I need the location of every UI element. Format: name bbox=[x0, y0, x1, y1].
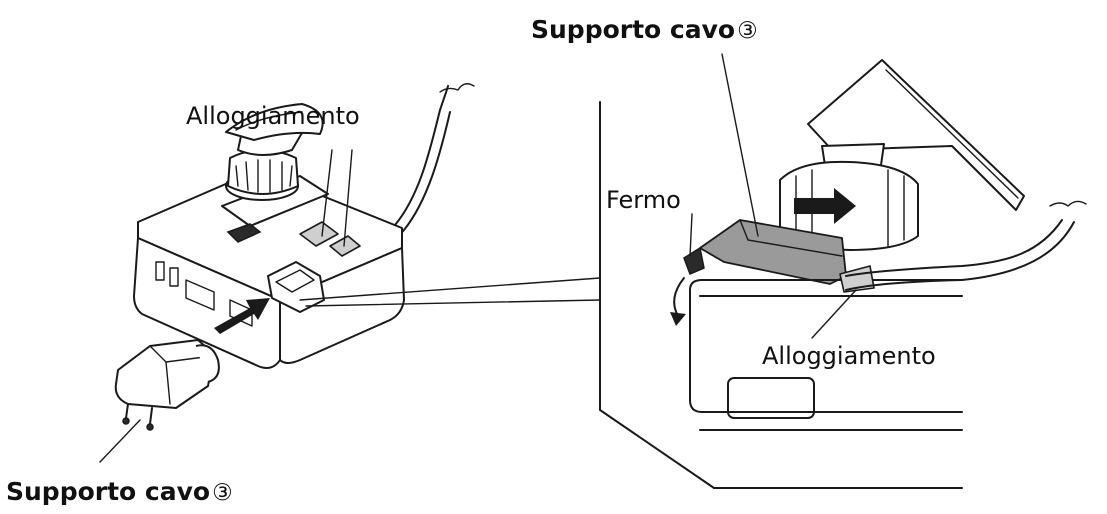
slide-arrow bbox=[794, 188, 856, 224]
camera-front-window bbox=[727, 377, 815, 419]
label-bottom-cable-holder: Supporto cavo③ bbox=[6, 477, 233, 506]
insert-arrow bbox=[214, 298, 270, 334]
leader-top-holder bbox=[721, 53, 759, 237]
cable-plug-top bbox=[275, 269, 315, 293]
leader-fermo bbox=[689, 213, 693, 257]
label-fermo: Fermo bbox=[606, 186, 681, 214]
camera-vent-1 bbox=[155, 261, 165, 281]
zoom-frame bbox=[599, 101, 963, 489]
zoom-line-lower bbox=[305, 299, 601, 307]
label-top-cable-holder: Supporto cavo③ bbox=[531, 15, 758, 44]
fermo-rotate-curve bbox=[673, 277, 685, 317]
holder-pins bbox=[125, 403, 153, 425]
camera-top-edge bbox=[689, 279, 963, 291]
fermo-rotate-arrowhead bbox=[670, 312, 686, 326]
zoom-cable bbox=[845, 219, 1063, 277]
zoom-cable-edge bbox=[845, 221, 1075, 291]
knob-ridges bbox=[235, 159, 293, 193]
housing-slot-left-a bbox=[299, 221, 339, 247]
holder-edge-side bbox=[165, 361, 171, 405]
holder-pin-tip-2 bbox=[146, 423, 154, 431]
leader-housing-b bbox=[343, 149, 353, 247]
leader-bottom-holder bbox=[99, 419, 141, 463]
leader-housing-a bbox=[321, 149, 333, 237]
windshield-edge bbox=[885, 69, 1019, 199]
holder-collar bbox=[195, 344, 220, 383]
mount-clip bbox=[226, 223, 262, 243]
camera-port bbox=[229, 299, 253, 327]
zoom-detail-illustration bbox=[599, 53, 1087, 489]
detached-cable-holder bbox=[114, 339, 220, 431]
camera-vent-2 bbox=[169, 267, 179, 287]
camera-slot bbox=[185, 279, 215, 311]
label-left-housing: Alloggiamento bbox=[186, 102, 360, 130]
label-right-housing: Alloggiamento bbox=[762, 342, 936, 370]
leader-right-housing bbox=[811, 289, 857, 339]
attached-holder-edge bbox=[739, 219, 843, 257]
mount-knob bbox=[227, 149, 299, 195]
holder-pin-tip-1 bbox=[122, 417, 130, 425]
zoom-cable-break bbox=[1049, 200, 1087, 207]
camera-front-edge bbox=[689, 289, 963, 413]
left-cable-break bbox=[439, 83, 475, 93]
left-camera-illustration bbox=[99, 83, 601, 463]
suction-pad-edge bbox=[235, 111, 303, 131]
fermo-latch bbox=[683, 246, 705, 275]
zoom-line-upper bbox=[299, 277, 601, 301]
housing-slot-left-b bbox=[329, 235, 361, 257]
